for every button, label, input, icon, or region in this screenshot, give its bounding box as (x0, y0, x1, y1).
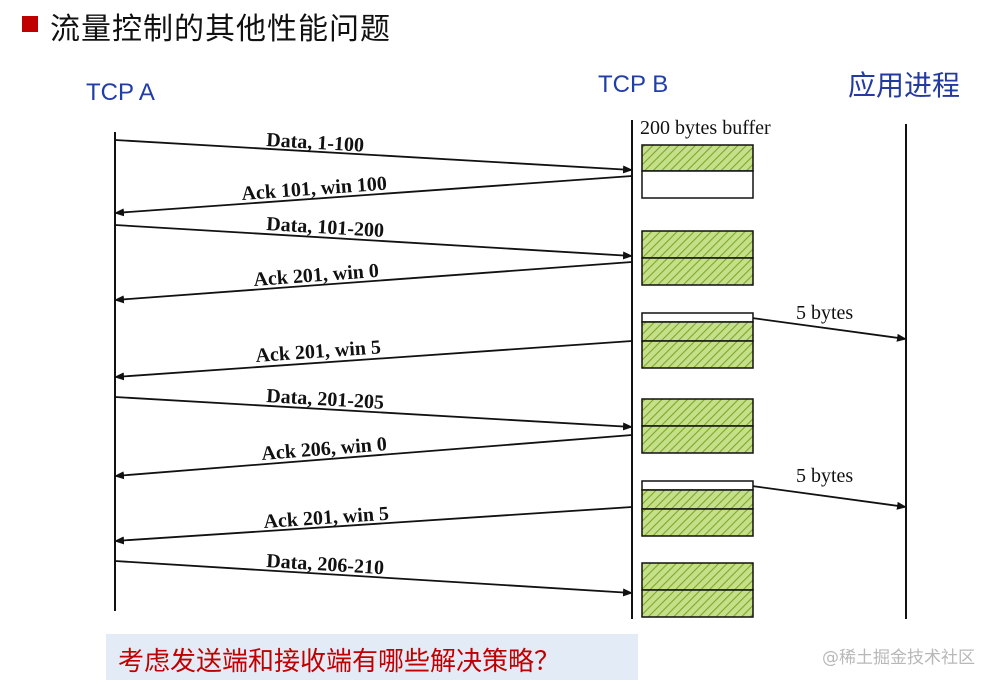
buffer-state-1 (641, 144, 754, 199)
buffer-state-5 (641, 480, 754, 537)
app-read-arrow-1 (751, 317, 907, 342)
msg-label-6: Data, 201-205 (266, 385, 385, 414)
title-bullet (22, 16, 38, 32)
msg-arrow-2 (114, 175, 633, 217)
buffer-state-6 (641, 562, 754, 618)
question-box (106, 634, 638, 680)
app-read-arrow-2 (751, 485, 907, 510)
msg-label-9: Data, 206-210 (266, 550, 385, 579)
msg-label-5: Ack 201, win 5 (255, 336, 382, 367)
msg-label-1: Data, 1-100 (266, 129, 365, 157)
watermark: @稀土掘金技术社区 (822, 648, 975, 668)
msg-arrow-4 (114, 261, 633, 304)
buffer-state-2 (641, 230, 754, 286)
app-read-label-2: 5 bytes (796, 465, 853, 487)
msg-label-2: Ack 101, win 100 (241, 173, 388, 205)
msg-arrow-3 (114, 224, 633, 260)
msg-label-3: Data, 101-200 (266, 213, 385, 242)
question-text: 考虑发送端和接收端有哪些解决策略？ (118, 647, 561, 677)
tcp-b-header: TCP B (598, 71, 669, 98)
msg-arrow-8 (114, 506, 633, 545)
msg-arrow-6 (114, 396, 633, 431)
buffer-state-3 (641, 312, 754, 369)
app-process-header: 应用进程 (848, 69, 961, 102)
app-read-label-1: 5 bytes (796, 302, 853, 324)
msg-arrow-5 (114, 340, 633, 381)
msg-arrow-7 (114, 434, 633, 480)
buffer-state-4 (641, 398, 754, 454)
buffer-label: 200 bytes buffer (640, 117, 771, 139)
msg-arrow-1 (114, 139, 633, 174)
msg-arrow-9 (114, 560, 633, 597)
msg-label-4: Ack 201, win 0 (253, 260, 380, 291)
msg-label-8: Ack 201, win 5 (263, 503, 390, 533)
page-title: 流量控制的其他性能问题 (50, 12, 391, 47)
tcp-a-header: TCP A (86, 79, 155, 106)
